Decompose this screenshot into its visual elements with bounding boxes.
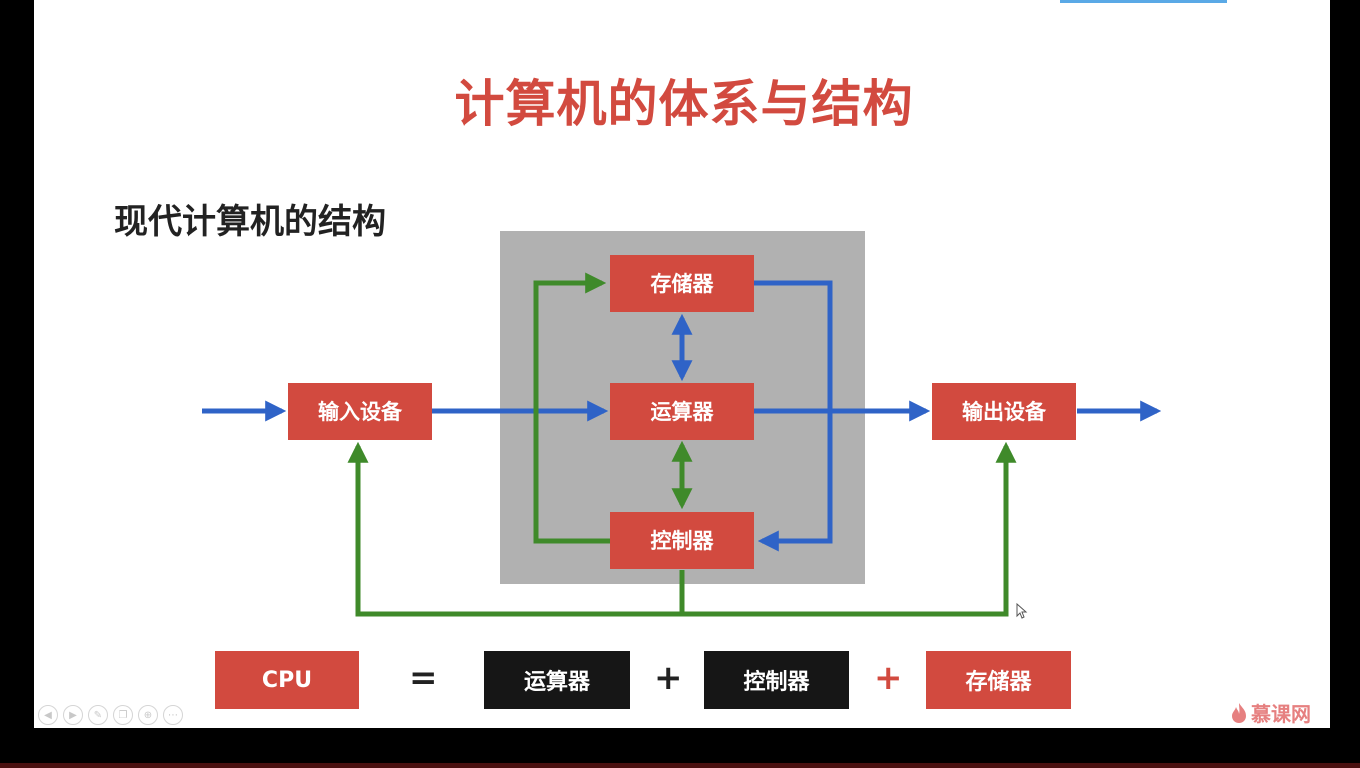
next-icon[interactable]: ▶: [63, 705, 83, 725]
prev-icon[interactable]: ◀: [38, 705, 58, 725]
label-control-unit: 控制器: [651, 529, 715, 553]
presentation-controls: ◀ ▶ ✎ ❐ ⊕ ⋯: [38, 705, 183, 725]
plus-sign-1: +: [654, 658, 683, 698]
label-output-device: 输出设备: [962, 400, 1047, 424]
slide: 计算机的体系与结构 现代计算机的结构: [34, 0, 1330, 728]
bottom-strip: [0, 763, 1360, 768]
box-output-device: 输出设备: [932, 383, 1076, 440]
arrow-control-to-input: [347, 441, 685, 617]
top-accent-bar: [1060, 0, 1227, 3]
box-memory: 存储器: [610, 255, 754, 312]
slide-title: 计算机的体系与结构: [454, 75, 914, 133]
flame-icon: [1232, 702, 1246, 723]
box-alu: 运算器: [610, 383, 754, 440]
box-control-unit: 控制器: [610, 512, 754, 569]
label-memory: 存储器: [651, 272, 715, 296]
plus-sign-2: +: [874, 658, 903, 698]
label-input-device: 输入设备: [318, 400, 403, 424]
memory-red-box: 存储器: [926, 651, 1071, 709]
watermark-text: 慕课网: [1251, 702, 1311, 726]
more-icon[interactable]: ⋯: [163, 705, 183, 725]
arrow-memory-to-control: [754, 280, 833, 552]
arrow-control-to-output: [682, 441, 1017, 617]
slide-subtitle: 现代计算机的结构: [114, 202, 386, 242]
equals-sign: =: [409, 658, 438, 698]
arrow-control-to-memory: [533, 272, 610, 544]
control-flow-arrows: [347, 272, 1017, 617]
copy-icon[interactable]: ❐: [113, 705, 133, 725]
label-alu: 运算器: [651, 400, 715, 424]
zoom-icon[interactable]: ⊕: [138, 705, 158, 725]
alu-black-box: 运算器: [484, 651, 630, 709]
mouse-cursor-icon: [1016, 602, 1028, 619]
control-black-box: 控制器: [704, 651, 849, 709]
box-input-device: 输入设备: [288, 383, 432, 440]
cpu-box: CPU: [215, 651, 359, 709]
data-flow-arrows: [202, 280, 1162, 552]
watermark-logo: 慕课网: [1230, 698, 1311, 727]
architecture-diagram: 输入设备 存储器 运算器 控制器 输出设备: [202, 231, 1162, 619]
pen-icon[interactable]: ✎: [88, 705, 108, 725]
